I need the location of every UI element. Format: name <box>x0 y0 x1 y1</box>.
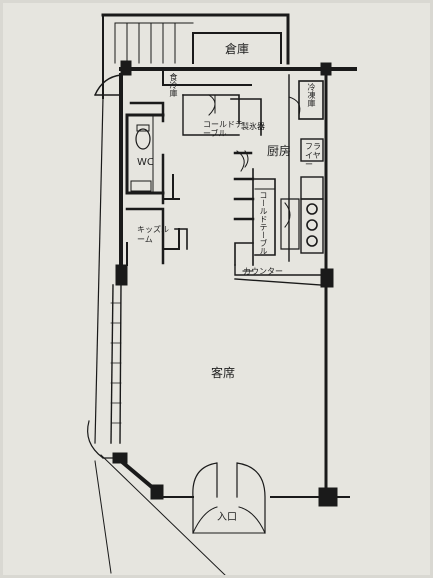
wc-label: WC <box>137 157 154 168</box>
floor-plan-drawing <box>87 13 357 575</box>
cold-table-top-label: コールドテーブル <box>203 120 243 138</box>
wc-room <box>125 113 180 205</box>
left-outer-wall <box>94 73 128 444</box>
right-outer-wall <box>318 67 350 507</box>
floor-plan-sheet: 倉庫 食冷庫 コールドテーブル 製氷器 冷凍庫 厨房 フライヤー WC コールド… <box>3 3 430 575</box>
kids-room <box>125 207 188 266</box>
entrance-label: 入口 <box>217 512 237 523</box>
cold-table-side-label: コールドテーブル <box>259 191 268 255</box>
ice-maker-label: 製氷器 <box>241 122 265 131</box>
cooler-area <box>129 68 262 136</box>
left-top-door <box>94 74 122 96</box>
storage-walls <box>101 13 290 99</box>
counter-label: カウンター <box>243 267 283 276</box>
kitchen-equipment-right <box>280 74 324 262</box>
kitchen-label: 厨房 <box>267 144 292 158</box>
walk-in-cooler-label: 食冷庫 <box>169 73 178 97</box>
kitchen-partition <box>233 150 276 266</box>
counter <box>234 264 322 286</box>
upper-wall <box>119 60 357 76</box>
bottom-wall <box>162 462 322 534</box>
fryer-label: フライヤー <box>305 142 321 169</box>
kids-room-label: キッズルーム <box>137 225 169 244</box>
freezer-label: 冷凍庫 <box>307 83 316 107</box>
seating-label: 客席 <box>211 366 236 380</box>
storage-label: 倉庫 <box>225 42 250 56</box>
lower-left-wall <box>87 420 226 575</box>
